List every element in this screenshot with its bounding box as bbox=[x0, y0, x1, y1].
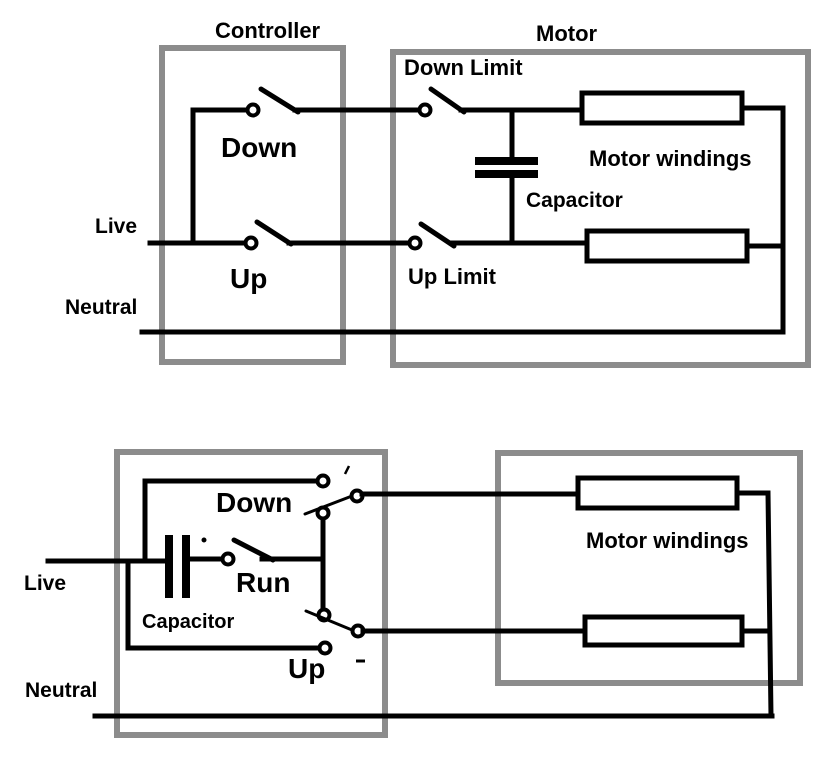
capacitor-label-top: Capacitor bbox=[526, 189, 623, 212]
down-switch-label-bottom: Down bbox=[216, 487, 292, 518]
up-limit-contact-icon bbox=[407, 235, 423, 251]
down-limit-contact-icon bbox=[417, 102, 433, 118]
down-branch-wire bbox=[190, 107, 249, 246]
motor-windings-label-top: Motor windings bbox=[589, 146, 752, 171]
capacitor-label-bottom: Capacitor bbox=[142, 611, 234, 633]
down-contact-icon bbox=[315, 473, 331, 489]
bottom-selector-blade-icon bbox=[304, 609, 354, 632]
top-selector-blade-icon bbox=[303, 494, 354, 516]
winding-return-wire-2 bbox=[734, 490, 774, 719]
motor-winding-top-icon bbox=[579, 90, 745, 126]
capacitor-plate-icon bbox=[182, 535, 190, 598]
neutral-label-bottom: Neutral bbox=[25, 679, 97, 702]
motor-box bbox=[390, 49, 811, 368]
diagram-top: Controller Motor Live Neutral Down Up Do… bbox=[65, 18, 811, 368]
up-limit-label: Up Limit bbox=[408, 264, 497, 289]
motor-box-2 bbox=[495, 450, 803, 686]
motor-windings-label-bottom: Motor windings bbox=[586, 528, 749, 553]
winding-return-wire bbox=[739, 105, 786, 335]
up-switch-contact-icon bbox=[243, 235, 259, 251]
capacitor-plate-icon bbox=[165, 535, 173, 598]
live-label-bottom: Live bbox=[24, 572, 66, 595]
controller-box bbox=[159, 45, 346, 365]
controller-box-2 bbox=[114, 449, 388, 738]
run-switch-label: Run bbox=[236, 567, 290, 598]
down-branch-wire-2 bbox=[142, 478, 319, 564]
stray-mark bbox=[343, 465, 351, 475]
down-limit-label: Down Limit bbox=[404, 55, 523, 80]
down-switch-contact-icon bbox=[245, 102, 261, 118]
down-switch-label-top: Down bbox=[221, 132, 297, 163]
motor-winding-bottom-icon bbox=[584, 228, 750, 264]
up-switch-blade-icon bbox=[254, 219, 294, 247]
motor-winding-bottom-icon bbox=[582, 614, 745, 648]
live-label-top: Live bbox=[95, 215, 137, 238]
neutral-label-top: Neutral bbox=[65, 296, 137, 319]
up-switch-label-top: Up bbox=[230, 263, 267, 294]
run-switch-contact-icon bbox=[220, 551, 236, 567]
stray-mark bbox=[201, 537, 207, 543]
controller-title: Controller bbox=[215, 18, 321, 43]
capacitor-plate-icon bbox=[475, 170, 538, 178]
motor-title: Motor bbox=[536, 21, 598, 46]
diagram-bottom: Live Neutral Down Run Up Capacitor Motor… bbox=[24, 449, 803, 738]
up-branch-wire-2 bbox=[125, 558, 321, 651]
up-contact-icon bbox=[317, 640, 333, 656]
down-switch-blade-icon bbox=[258, 86, 301, 115]
up-switch-label-bottom: Up bbox=[288, 653, 325, 684]
motor-winding-top-icon bbox=[575, 475, 740, 511]
capacitor-plate-icon bbox=[475, 157, 538, 165]
